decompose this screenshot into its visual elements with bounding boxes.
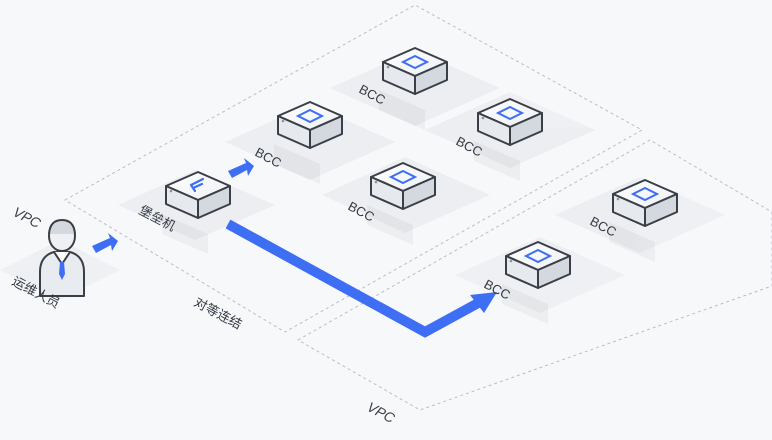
server-box-icon (495, 105, 525, 121)
bastion-host-icon (189, 177, 205, 193)
peering-connection-arrow (225, 219, 497, 338)
vpc-label-bottom: VPC (365, 399, 399, 427)
bcc-server[interactable] (501, 241, 571, 325)
server-box-icon (388, 169, 418, 185)
operator-to-bastion-arrow (92, 233, 118, 253)
peering-label: 对等连结 (192, 294, 245, 332)
bcc-server[interactable] (366, 162, 436, 246)
bastion-host[interactable] (161, 171, 231, 255)
vpc-label-left: VPC (11, 204, 45, 232)
bcc-server[interactable] (608, 179, 678, 263)
server-box-icon (523, 248, 553, 264)
server-box-icon (630, 186, 660, 202)
bcc-server[interactable] (378, 47, 448, 131)
vpc-zone-secondary (296, 139, 772, 411)
person-icon[interactable] (39, 218, 85, 297)
server-box-icon (295, 108, 325, 124)
bcc-server[interactable] (273, 101, 343, 185)
server-box-icon (400, 54, 430, 70)
bastion-to-bcc-arrow (228, 158, 254, 178)
bcc-server[interactable] (473, 98, 543, 182)
